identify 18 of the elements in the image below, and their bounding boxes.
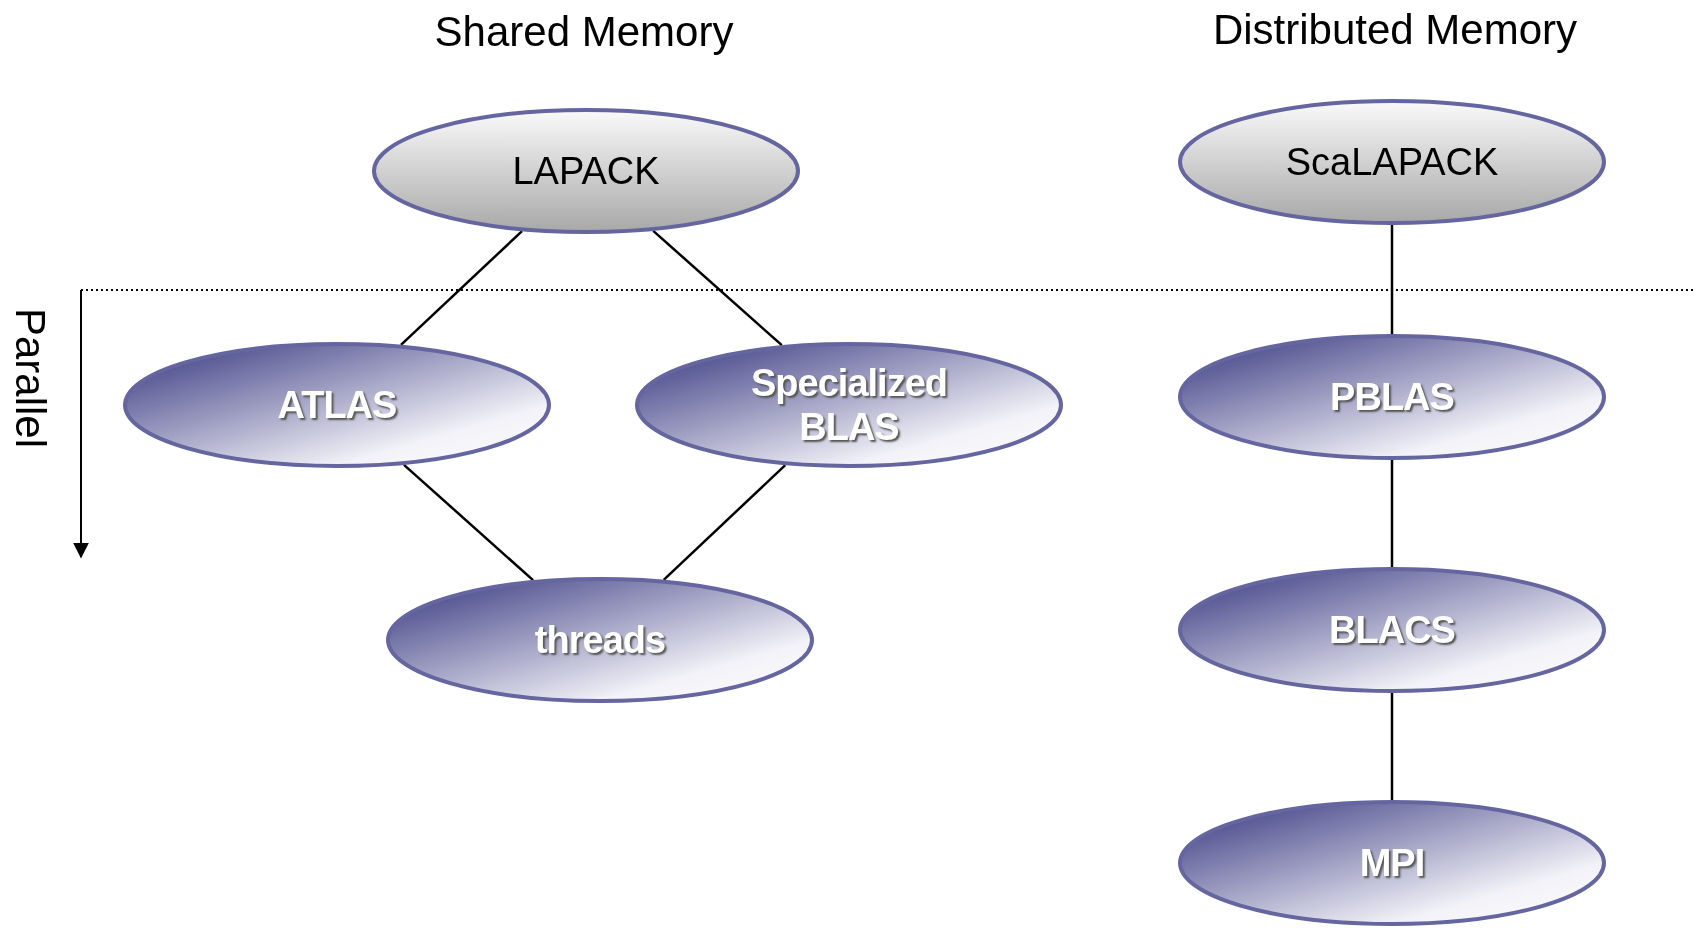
connector-line	[1390, 693, 1394, 800]
connector-line	[1390, 225, 1394, 334]
connector-line	[403, 463, 534, 582]
node-label: ATLAS	[276, 383, 398, 427]
connector-line	[662, 464, 787, 581]
node-label: Specialized BLAS	[750, 361, 948, 449]
section-heading: Distributed Memory	[1212, 6, 1578, 54]
connector-line	[652, 229, 783, 347]
node-label: threads	[533, 618, 667, 662]
connector-line	[1390, 460, 1394, 567]
node-label: BLACS	[1328, 608, 1456, 652]
node-label: PBLAS	[1329, 375, 1455, 419]
node-label: LAPACK	[511, 149, 661, 193]
section-heading: Shared Memory	[434, 8, 734, 56]
axis-label: Parallel	[6, 307, 54, 449]
connector-line	[400, 230, 523, 346]
node-label: MPI	[1358, 841, 1426, 885]
node-label: ScaLAPACK	[1284, 140, 1500, 184]
